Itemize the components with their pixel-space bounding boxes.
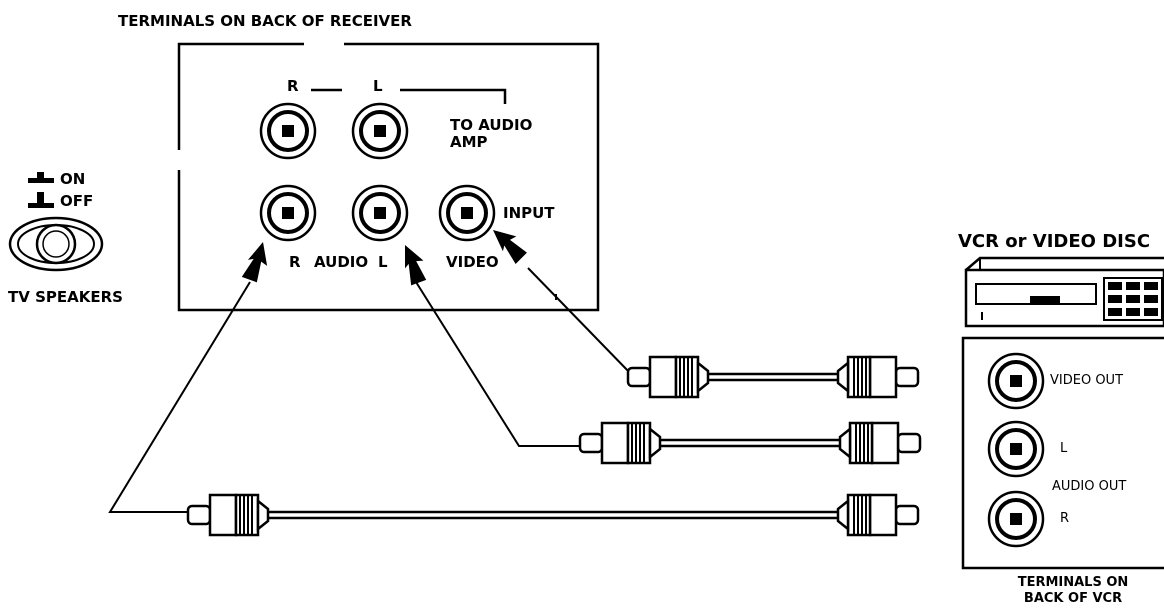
tv-speakers-label: TV SPEAKERS <box>8 288 123 306</box>
audio-r-cable <box>108 281 251 513</box>
vcr-title: VCR or VIDEO DISC <box>958 231 1151 252</box>
receiver-top-r-label: R <box>287 77 299 95</box>
switch-off-label: OFF <box>60 192 94 210</box>
audio-l-cable-assembly <box>578 421 922 465</box>
vcr-audio-out-label: AUDIO OUT <box>1052 479 1127 494</box>
audio-l-cable <box>415 281 582 447</box>
vcr-video-out-label: VIDEO OUT <box>1050 373 1124 388</box>
vcr-caption-1: TERMINALS ON <box>1017 575 1129 590</box>
vcr-audio-r-jack[interactable] <box>987 490 1045 548</box>
receiver-title: TERMINALS ON BACK OF RECEIVER <box>118 12 412 30</box>
video-cable <box>527 267 633 376</box>
receiver-audio-r-jack[interactable] <box>259 184 317 242</box>
vcr-audio-l-jack[interactable] <box>987 420 1045 478</box>
tv-speakers-switch[interactable] <box>8 172 104 272</box>
receiver-top-l-label: L <box>373 77 383 95</box>
vcr-video-out-jack[interactable] <box>987 352 1045 410</box>
receiver-panel <box>177 42 600 312</box>
vcr-caption-2: BACK OF VCR <box>1023 591 1123 606</box>
receiver-amp-l-jack[interactable] <box>351 102 409 160</box>
receiver-video-label: VIDEO <box>446 253 499 271</box>
vcr-device-icon <box>964 256 1164 328</box>
receiver-audio-label: AUDIO <box>314 253 369 271</box>
receiver-input-label: INPUT <box>503 204 555 222</box>
receiver-amp-r-jack[interactable] <box>259 102 317 160</box>
audio-r-cable-assembly <box>186 493 920 537</box>
receiver-audio-l-jack[interactable] <box>351 184 409 242</box>
vcr-audio-r-label: R <box>1060 511 1070 526</box>
receiver-audio-l-label: L <box>378 253 388 271</box>
receiver-video-input-jack[interactable] <box>438 184 496 242</box>
to-audio-amp-label-2: AMP <box>450 133 488 151</box>
video-cable-assembly <box>626 355 920 399</box>
switch-on-label: ON <box>60 170 86 188</box>
receiver-audio-r-label: R <box>289 253 301 271</box>
to-audio-amp-label-1: TO AUDIO <box>450 116 533 134</box>
vcr-audio-l-label: L <box>1060 441 1068 456</box>
